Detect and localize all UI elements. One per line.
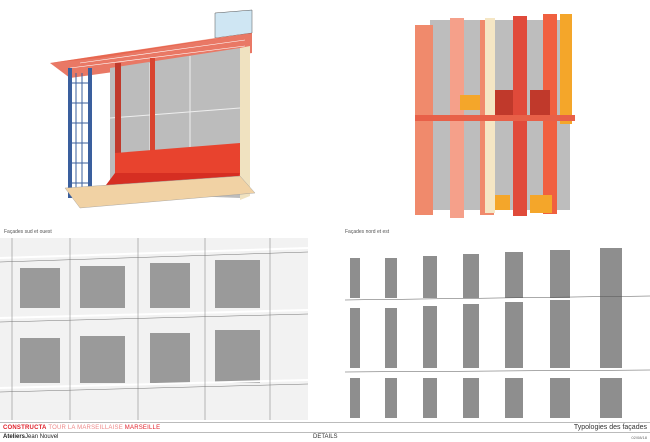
architect-person: Jean Nouvel [25,434,59,440]
caption-north-east: Façades nord et est [345,229,390,235]
project-name: TOUR LA MARSEILLAISE [48,425,123,431]
project-line: CONSTRUCTA TOUR LA MARSEILLAISE MARSEILL… [3,425,160,431]
footer-divider [0,422,650,423]
south-west-facade-render [0,238,308,420]
footer-divider-2 [0,432,650,433]
colored-facade-drawing [410,10,585,220]
balcony-isometric-drawing [40,8,290,218]
architect-name: AteliersJean Nouvel [3,434,58,440]
section-label: DETAILS [313,434,338,440]
project-city: MARSEILLE [124,425,161,431]
date-label: 02/08/18 [631,435,647,440]
north-east-facade-render [345,238,650,420]
brand-name: CONSTRUCTA [3,425,47,431]
caption-south-west: Façades sud et ouest [4,229,52,235]
architect-firm: Ateliers [3,434,26,440]
sheet-title: Typologies des façades [573,424,647,431]
